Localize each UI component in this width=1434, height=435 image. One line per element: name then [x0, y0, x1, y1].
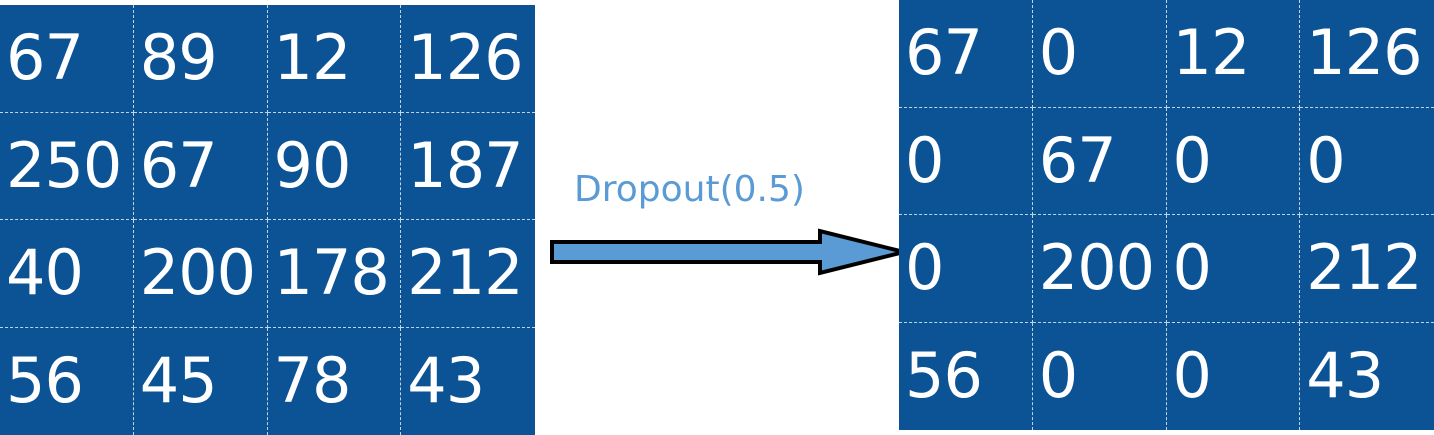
input-cell-r2-c4: 187	[401, 113, 535, 220]
input-cell-r2-c3: 90	[267, 112, 402, 220]
arrow-shape	[550, 228, 905, 276]
input-cell-r3-c3: 178	[267, 220, 402, 328]
input-cell-r1-c2: 89	[133, 5, 268, 113]
input-cell-r3-c1: 40	[0, 220, 134, 328]
input-cell-r1-c3: 12	[267, 5, 402, 113]
input-cell-r2-c1: 250	[0, 112, 134, 220]
input-cell-r1-c1: 67	[0, 5, 134, 113]
input-cell-r3-c4: 212	[401, 220, 535, 328]
input-cell-r4-c4: 43	[407, 344, 485, 418]
output-cell-r2-c2: 67	[1032, 107, 1167, 215]
output-cell-r4-c2: 0	[1033, 322, 1167, 430]
output-cell-r3-c2: 200	[1032, 215, 1167, 323]
input-cell-r4-c3: 78	[268, 327, 402, 435]
output-cell-r1-c1: 67	[899, 0, 1033, 108]
input-cell-r4-c2: 45	[134, 327, 268, 435]
output-cell-r4-c1: 56	[899, 322, 1033, 430]
input-cell-r1-c4: 126	[401, 5, 535, 113]
output-cell-r3-c3: 0	[1166, 215, 1301, 323]
output-cell-r2-c4: 0	[1300, 108, 1434, 215]
input-cell-r2-c2: 67	[133, 112, 268, 220]
output-cell-r2-c1: 0	[899, 107, 1033, 215]
output-cell-r3-c1: 0	[899, 215, 1033, 323]
input-cell-r3-c2: 200	[133, 220, 268, 328]
input-cell-r4-c1: 56	[0, 327, 134, 435]
dropout-label: Dropout(0.5)	[574, 169, 805, 210]
output-cell-r1-c4: 126	[1300, 0, 1434, 108]
output-cell-r1-c2: 0	[1032, 0, 1167, 108]
output-cell-r4-c3: 0	[1167, 322, 1301, 430]
right-arrow-icon	[550, 228, 905, 276]
output-cell-r1-c3: 12	[1166, 0, 1301, 108]
output-cell-r3-c4: 212	[1300, 215, 1434, 323]
output-cell-r2-c3: 0	[1166, 107, 1301, 215]
output-cell-r4-c4: 43	[1306, 339, 1384, 413]
